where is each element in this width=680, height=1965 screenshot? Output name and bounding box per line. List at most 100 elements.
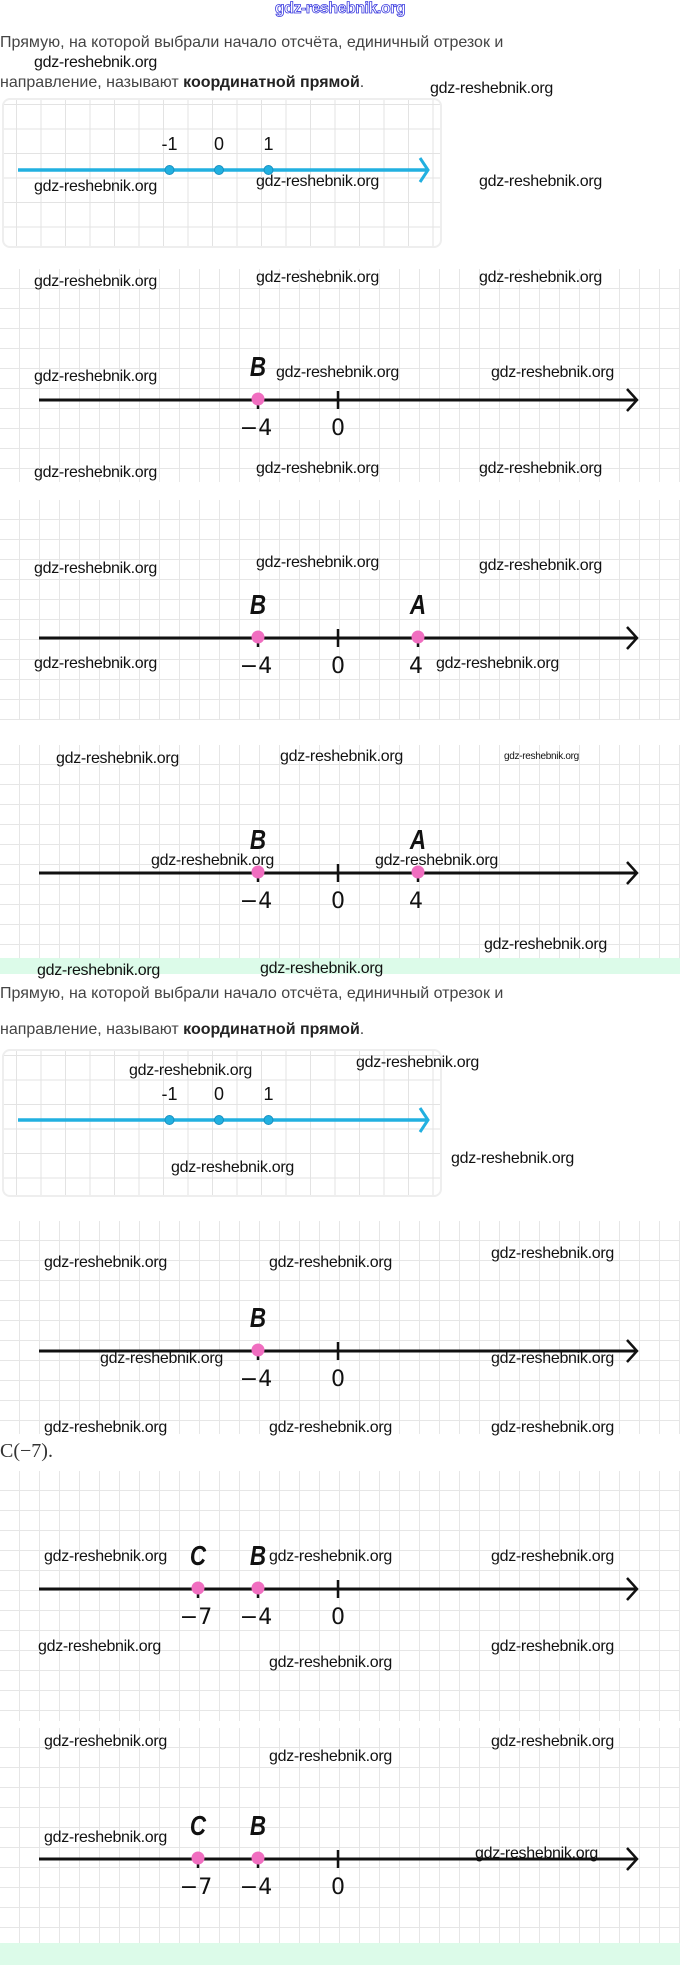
watermark: gdz-reshebnik.org	[269, 1254, 392, 1271]
watermark: gdz-reshebnik.org	[280, 748, 403, 765]
watermark: gdz-reshebnik.org	[44, 1733, 167, 1750]
watermark: gdz-reshebnik.org	[475, 1845, 598, 1862]
watermark: gdz-reshebnik.org	[38, 1638, 161, 1655]
number-line-4: 0 B −4	[39, 1303, 639, 1392]
tick-point	[214, 1115, 224, 1125]
watermark: gdz-reshebnik.org	[484, 936, 607, 953]
watermark: gdz-reshebnik.org	[491, 1548, 614, 1565]
watermark: gdz-reshebnik.org	[34, 54, 157, 71]
watermark: gdz-reshebnik.org	[44, 1254, 167, 1271]
definition-line-2: направление, называют координатной прямо…	[0, 74, 364, 92]
point-label-a: A	[409, 590, 426, 621]
tick-label: 0	[331, 1605, 345, 1630]
definition-line-1-repeat: Прямую, на которой выбрали начало отсчёт…	[0, 985, 504, 1002]
watermark: gdz-reshebnik.org	[491, 364, 614, 381]
grid-panel-6	[0, 1728, 680, 1943]
arrow-icon	[626, 1847, 639, 1871]
watermark: gdz-reshebnik.org	[504, 751, 579, 762]
number-line-5: 0C−7B−4	[39, 1541, 639, 1630]
watermark: gdz-reshebnik.org	[479, 557, 602, 574]
tick-point	[164, 1115, 175, 1125]
point-c	[191, 1851, 205, 1865]
arrow-icon	[626, 1577, 639, 1601]
watermark: gdz-reshebnik.org	[129, 1062, 252, 1079]
watermark: gdz-reshebnik.org	[269, 1748, 392, 1765]
point-b	[251, 1581, 265, 1595]
tick-label: 0	[331, 1367, 345, 1392]
point-label-a: A	[409, 825, 426, 856]
site-header-watermark[interactable]: gdz-reshebnik.org	[274, 0, 406, 17]
watermark: gdz-reshebnik.org	[491, 1245, 614, 1262]
watermark: gdz-reshebnik.org	[34, 273, 157, 290]
point-coordinate-label: −4	[240, 416, 272, 441]
tick-point	[263, 165, 274, 175]
definition-period: .	[359, 1021, 365, 1038]
tick-label: 0	[331, 889, 345, 914]
point-label-b: B	[250, 1811, 266, 1842]
point-label-b: B	[250, 352, 266, 383]
point-label-b: B	[250, 1541, 266, 1572]
tick-label: 1	[263, 134, 273, 154]
point-coordinate-label: −7	[180, 1605, 212, 1630]
watermark: gdz-reshebnik.org	[256, 173, 379, 190]
watermark: gdz-reshebnik.org	[151, 852, 274, 869]
point-label-b: B	[250, 1303, 266, 1334]
tick-point	[164, 165, 175, 175]
watermark: gdz-reshebnik.org	[491, 1733, 614, 1750]
watermark: gdz-reshebnik.org	[34, 464, 157, 481]
tick-label: 0	[331, 654, 345, 679]
watermark: gdz-reshebnik.org	[256, 554, 379, 571]
point-a	[411, 865, 425, 879]
arrow-icon	[418, 1107, 430, 1133]
point-coordinate-label: 4	[409, 889, 423, 914]
tick-label: 0	[214, 134, 224, 154]
tick-label: 1	[263, 1084, 273, 1104]
tick-point	[214, 165, 224, 175]
point-a	[411, 630, 425, 644]
intro-coordinate-line: -1 0 1	[18, 134, 430, 183]
tick-label: 0	[331, 416, 345, 441]
watermark: gdz-reshebnik.org	[256, 460, 379, 477]
watermark: gdz-reshebnik.org	[436, 655, 559, 672]
arrow-icon	[626, 1339, 639, 1363]
definition-line-2-repeat: направление, называют координатной прямо…	[0, 1021, 364, 1039]
separator-band	[0, 958, 680, 974]
watermark: gdz-reshebnik.org	[100, 1350, 223, 1367]
definition-line-1: Прямую, на которой выбрали начало отсчёт…	[0, 34, 504, 51]
grid-panel-3	[0, 745, 680, 958]
point-coordinate-label: −4	[240, 1367, 272, 1392]
number-line-1: 0 B −4	[39, 352, 639, 441]
watermark: gdz-reshebnik.org	[56, 750, 179, 767]
point-c-formula: C(−7).	[0, 1440, 53, 1462]
watermark: gdz-reshebnik.org	[479, 173, 602, 190]
watermark: gdz-reshebnik.org	[44, 1548, 167, 1565]
point-label-c: C	[190, 1811, 207, 1842]
arrow-icon	[626, 861, 639, 885]
watermark: gdz-reshebnik.org	[451, 1150, 574, 1167]
arrow-icon	[626, 388, 639, 412]
watermark: gdz-reshebnik.org	[430, 80, 553, 97]
watermark: gdz-reshebnik.org	[34, 178, 157, 195]
number-line-2: 0B−4A4	[39, 590, 639, 679]
number-line-3: 0B−4A4	[39, 825, 639, 914]
watermark: gdz-reshebnik.org	[491, 1350, 614, 1367]
arrow-icon	[418, 157, 430, 183]
number-line-6: 0C−7B−4	[39, 1811, 639, 1900]
point-b	[251, 865, 265, 879]
watermark: gdz-reshebnik.org	[269, 1654, 392, 1671]
watermark: gdz-reshebnik.org	[171, 1159, 294, 1176]
grid-panel-5	[0, 1471, 680, 1721]
tick-label: -1	[161, 1084, 177, 1104]
point-coordinate-label: −7	[180, 1875, 212, 1900]
watermark: gdz-reshebnik.org	[260, 960, 383, 977]
point-label-b: B	[250, 590, 266, 621]
tick-label: -1	[161, 134, 177, 154]
point-coordinate-label: −4	[240, 1605, 272, 1630]
point-coordinate-label: −4	[240, 654, 272, 679]
watermark: gdz-reshebnik.org	[491, 1638, 614, 1655]
grid-panel-4	[0, 1221, 680, 1434]
grid-panel-1	[0, 269, 680, 482]
definition-text: направление, называют	[0, 1021, 184, 1038]
watermark: gdz-reshebnik.org	[356, 1054, 479, 1071]
